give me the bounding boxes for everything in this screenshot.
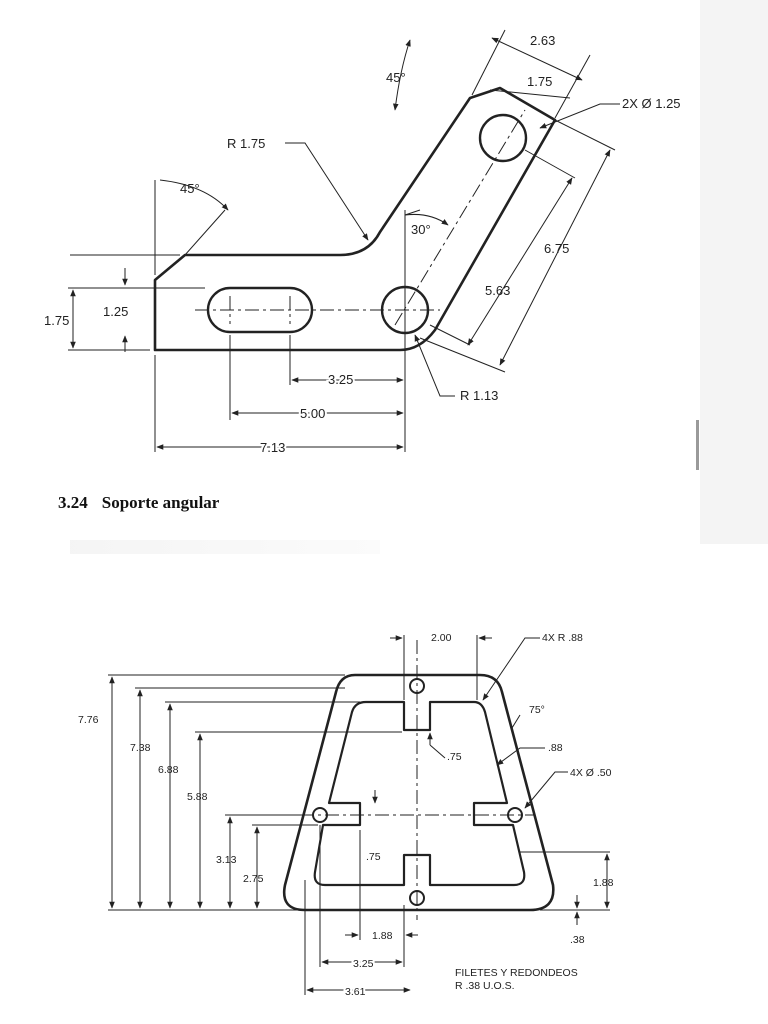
dimension-lines [70,37,611,450]
radius-1-13: R 1.13 [460,388,498,403]
dim-1-75-left: 1.75 [44,313,69,328]
hole-upper [478,113,528,163]
dim-1-75-top: 1.75 [527,74,552,89]
dim-1-25: 1.25 [103,304,128,319]
angle-45-top: 45° [386,70,406,85]
bracket-outline [153,86,557,352]
dim-7-38: 7.38 [130,742,151,754]
dim-5-63: 5.63 [485,283,510,298]
caption-number: 3.24 [58,493,88,512]
dim-75-top: .75 [447,751,462,763]
dim-75-mid: .75 [366,851,381,863]
fillet-note-line-1: FILETES Y REDONDEOS [455,967,578,979]
figure-2-labels: 2.00 4X R .88 75° .88 .75 4X Ø .50 7.76 … [78,632,614,1000]
angle-30: 30° [411,222,431,237]
dim-6-88: 6.88 [158,764,179,776]
dim-88-side: .88 [548,742,563,754]
dim-38: .38 [570,934,585,946]
scan-artifact [696,420,699,470]
frame-center-lines [300,640,535,920]
dim-3-25-bottom: 3.25 [353,958,374,970]
frame-dimension-lines [109,635,610,993]
figure-angle-bracket [68,29,620,452]
dim-6-75: 6.75 [544,241,569,256]
dim-2-63: 2.63 [530,33,555,48]
caption-title: Soporte angular [101,493,220,512]
radius-1-75: R 1.75 [227,136,265,151]
dim-3-61: 3.61 [345,986,366,998]
scan-page-edge [700,0,768,544]
fillet-note-line-2: R .38 U.O.S. [455,980,515,992]
holes-callout: 2X Ø 1.25 [622,96,681,111]
frame-outer [282,673,555,912]
slot-feature [206,286,314,334]
dim-3-13: 3.13 [216,854,237,866]
scan-smudge [70,540,380,554]
dim-7-13: 7.13 [260,440,285,455]
frame-inner [313,700,526,887]
figure-1-labels: 2.63 1.75 45° 2X Ø 1.25 R 1.75 45° 30° 6… [44,33,681,457]
dim-3-25: 3.25 [328,372,353,387]
leader-lines [184,103,620,397]
frame-extension-lines [108,635,610,995]
dim-2-75: 2.75 [243,873,264,885]
dim-2-00: 2.00 [431,632,452,644]
dim-5-00: 5.00 [300,406,325,421]
frame-leader-lines [429,637,568,809]
dim-1-88-right: 1.88 [593,877,614,889]
holes-4x-50: 4X Ø .50 [570,767,612,779]
dim-7-76: 7.76 [78,714,99,726]
figure-frame [108,635,610,995]
dim-1-88-bottom: 1.88 [372,930,393,942]
dim-5-88: 5.88 [187,791,208,803]
angle-45-left: 45° [180,181,200,196]
figure-caption: 3.24 Soporte angular [58,493,233,513]
angle-75: 75° [529,704,545,716]
radius-4x-88: 4X R .88 [542,632,583,644]
